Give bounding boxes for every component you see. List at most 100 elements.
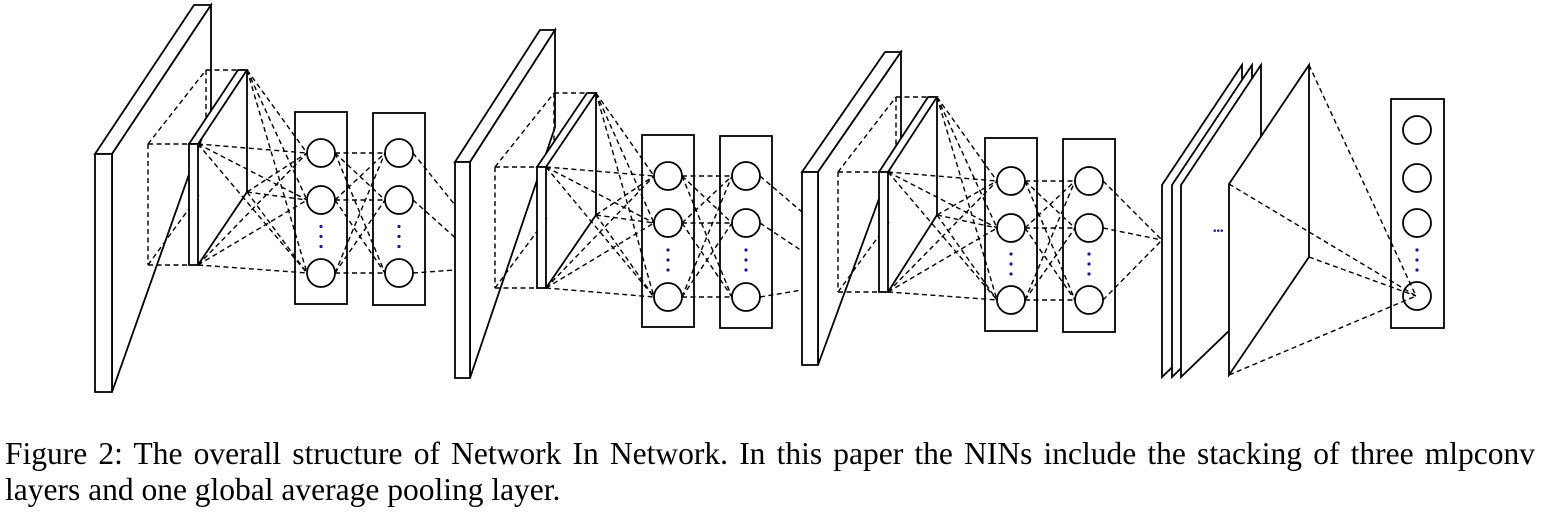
- dashed-connection: [1024, 180, 1076, 229]
- dashed-connection: [595, 214, 655, 298]
- neuron: [384, 138, 414, 168]
- dashed-connection: [334, 152, 386, 201]
- neuron: [384, 258, 414, 288]
- dashed-connection: [681, 175, 733, 224]
- ellipsis-dot: [1009, 272, 1013, 276]
- dashed-connection: [197, 264, 308, 274]
- mlp-hidden-layer-1: [294, 111, 348, 305]
- dashed-connection: [334, 199, 386, 274]
- dashed-connection: [1102, 239, 1163, 301]
- local-patch-edge: [197, 191, 248, 266]
- neuron: [653, 208, 683, 238]
- dashed-connection: [681, 175, 733, 298]
- dashed-connection: [936, 96, 998, 229]
- ellipsis-dot: [1415, 268, 1419, 272]
- ellipsis-dot: [666, 268, 670, 272]
- neuron: [306, 258, 336, 288]
- ellipsis-dot: [397, 224, 401, 229]
- dashed-connection: [197, 143, 308, 154]
- neuron: [1074, 213, 1104, 243]
- ellipsis-dot: [319, 234, 323, 239]
- dashed-connection: [936, 214, 998, 229]
- dashed-connection: [246, 69, 308, 274]
- dashed-connection: [936, 96, 998, 182]
- dashed-connection: [1024, 180, 1076, 301]
- output-neuron: [1402, 208, 1432, 238]
- feature-map-slab-front: [94, 153, 113, 393]
- ellipsis-dot: [1087, 262, 1091, 266]
- output-neuron: [1402, 163, 1432, 193]
- local-patch-front: [188, 143, 199, 266]
- ellipsis-dot: [319, 244, 323, 249]
- ellipsis-dot: [319, 224, 323, 229]
- ellipsis-dot: [1009, 252, 1013, 256]
- neuron: [996, 285, 1026, 315]
- dashed-connection: [887, 171, 998, 229]
- dashed-connection: [545, 166, 655, 298]
- dashed-connection: [595, 175, 655, 216]
- mlpconv-layer-3: [800, 49, 1163, 366]
- dashed-connection: [545, 287, 655, 298]
- ellipsis-dot: [744, 258, 748, 262]
- receptive-field-edge: [494, 92, 555, 168]
- dashed-connection: [197, 143, 308, 274]
- receptive-field-edge: [147, 69, 207, 145]
- ellipsis-dot: [397, 234, 401, 239]
- dashed-connection: [936, 214, 998, 301]
- feature-map-slab-front: [801, 171, 819, 366]
- local-patch-edge: [887, 214, 938, 293]
- dashed-connection: [887, 227, 998, 293]
- neuron: [653, 282, 683, 312]
- neuron: [731, 208, 761, 238]
- neuron: [731, 161, 761, 191]
- mlp-hidden-layer-1: [641, 134, 695, 328]
- dashed-connection: [1024, 227, 1076, 301]
- dashed-connection: [246, 69, 308, 154]
- feature-map-slab-front: [454, 161, 471, 379]
- mlpconv-layer-1: [93, 2, 456, 393]
- mlp-hidden-layer-2: [1062, 138, 1116, 333]
- dashed-connection: [246, 191, 308, 274]
- dashed-connection: [246, 69, 308, 201]
- receptive-field-edge: [837, 96, 897, 173]
- neuron: [1074, 285, 1104, 315]
- dashed-connection: [887, 171, 998, 182]
- dashed-connection: [595, 92, 655, 224]
- dashed-connection: [334, 152, 386, 274]
- dashed-connection: [681, 175, 733, 298]
- ellipsis-dot: [1087, 252, 1091, 256]
- mlp-hidden-layer-2: [719, 135, 773, 329]
- dashed-connection: [1024, 180, 1076, 301]
- mlpconv-layer-2: [453, 26, 803, 379]
- dashed-connection: [936, 180, 998, 216]
- dashed-connection: [1102, 180, 1163, 241]
- ellipsis-dot: [744, 268, 748, 272]
- pooling-connection: [1308, 256, 1417, 297]
- pooling-connection: [1228, 183, 1417, 297]
- ellipsis-dot: [397, 244, 401, 249]
- ellipsis-dot: [1087, 272, 1091, 276]
- dashed-connection: [197, 143, 308, 201]
- dashed-connection: [246, 191, 308, 201]
- dashed-connection: [412, 152, 456, 206]
- neuron: [306, 185, 336, 215]
- mlp-hidden-layer-1: [984, 137, 1038, 332]
- dashed-connection: [759, 289, 803, 298]
- dashed-connection: [197, 199, 308, 266]
- ellipsis-dot: [666, 248, 670, 252]
- dashed-connection: [545, 222, 655, 289]
- ellipsis-dot: [1415, 258, 1419, 262]
- ellipsis-dot: [1009, 262, 1013, 266]
- dashed-connection: [887, 291, 998, 301]
- neuron: [1074, 166, 1104, 196]
- dashed-connection: [412, 269, 456, 274]
- dashed-connection: [595, 214, 655, 224]
- dashed-connection: [334, 152, 386, 274]
- nin-architecture-diagram: ...: [93, 2, 1445, 393]
- local-patch-front: [536, 166, 547, 289]
- dashed-connection: [545, 175, 655, 289]
- dashed-connection: [887, 171, 998, 301]
- figure-caption: Figure 2: The overall structure of Netwo…: [5, 436, 1535, 507]
- global-average-pooling-layer: ...: [1161, 62, 1445, 380]
- dashed-connection: [1102, 227, 1163, 241]
